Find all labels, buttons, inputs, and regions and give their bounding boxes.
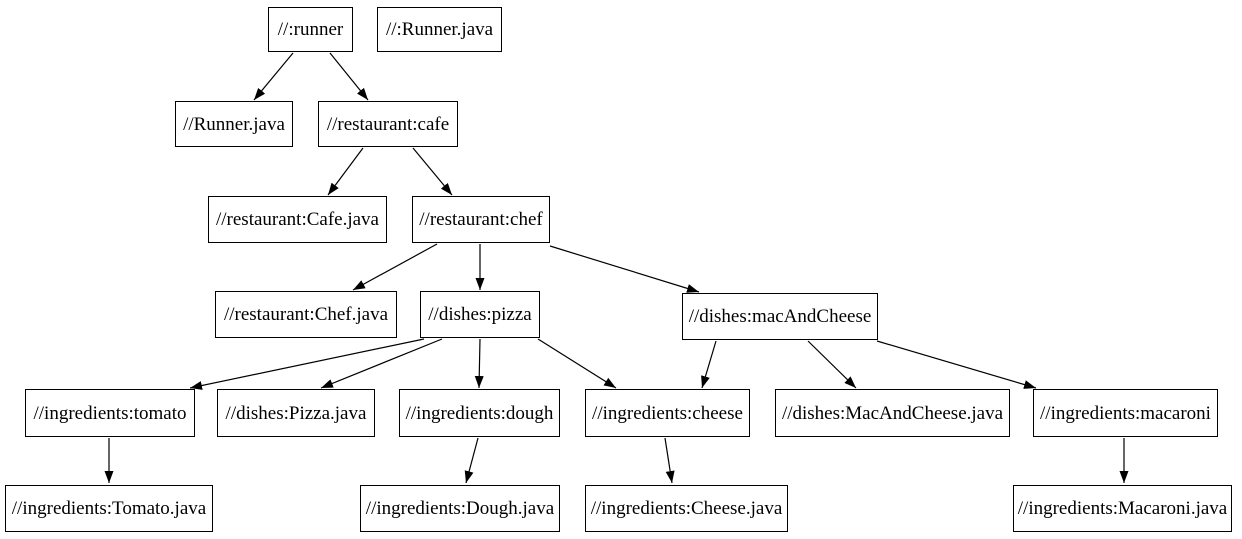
graph-node-macaroni: //ingredients:macaroni [1033, 389, 1218, 437]
graph-node-label: //ingredients:tomato [33, 402, 187, 424]
graph-node-mac-and-cheese: //dishes:macAndCheese [682, 293, 878, 340]
graph-node-label: //dishes:Pizza.java [225, 402, 367, 424]
graph-node-label: //dishes:macAndCheese [688, 306, 872, 327]
graph-node-label: //ingredients:dough [405, 402, 554, 424]
graph-node-runner: //:runner [268, 7, 353, 52]
graph-node-label: //restaurant:Cafe.java [215, 209, 379, 230]
graph-node-label: //ingredients:cheese [592, 402, 743, 424]
graph-node-cheese: //ingredients:cheese [585, 389, 750, 437]
graph-node-pizza-java: //dishes:Pizza.java [217, 389, 375, 437]
edge-cheese-to-cheese-java [664, 437, 675, 484]
graph-node-label: //ingredients:macaroni [1040, 402, 1211, 424]
edge-dough-to-dough-java [464, 437, 479, 484]
edge-chef-to-mac-and-cheese [549, 245, 700, 293]
graph-node-label: //:Runner.java [385, 19, 494, 40]
graph-node-chef: //restaurant:chef [412, 196, 550, 243]
graph-node-tomato: //ingredients:tomato [25, 389, 195, 437]
edge-pizza-to-pizza-java [320, 338, 443, 389]
edge-mac-and-cheese-to-macaroni [876, 340, 1037, 389]
graph-node-pizza: //dishes:pizza [420, 291, 540, 338]
graph-node-label: //ingredients:Cheese.java [590, 498, 783, 519]
edge-chef-to-chef-java [352, 243, 438, 291]
graph-node-runner-java-target: //:Runner.java [377, 7, 502, 52]
graph-node-label: //dishes:pizza [428, 304, 532, 325]
graph-node-cafe: //restaurant:cafe [318, 101, 458, 147]
edge-cafe-to-cafe-java [327, 147, 364, 196]
graph-node-dough-java: //ingredients:Dough.java [360, 485, 560, 532]
graph-node-label: //Runner.java [183, 113, 285, 135]
graph-node-macaroni-java: //ingredients:Macaroni.java [1013, 485, 1232, 532]
graph-node-runner-java: //Runner.java [175, 101, 293, 147]
graph-node-label: //dishes:MacAndCheese.java [781, 402, 1004, 424]
graph-node-tomato-java: //ingredients:Tomato.java [5, 485, 213, 532]
edge-cafe-to-chef [412, 147, 453, 196]
graph-node-label: //ingredients:Tomato.java [11, 498, 207, 519]
edge-pizza-to-cheese [537, 338, 617, 389]
graph-node-label: //:runner [277, 19, 344, 40]
graph-node-cafe-java: //restaurant:Cafe.java [208, 196, 387, 243]
edge-runner-to-cafe [329, 52, 369, 101]
graph-node-label: //ingredients:Macaroni.java [1017, 498, 1228, 519]
graph-node-cheese-java: //ingredients:Cheese.java [585, 485, 788, 532]
graph-node-chef-java: //restaurant:Chef.java [215, 291, 397, 338]
edge-mac-and-cheese-to-cheese [701, 340, 717, 389]
edge-runner-to-runner-java [253, 52, 294, 101]
graph-node-label: //restaurant:Chef.java [223, 304, 389, 325]
graph-node-mac-and-cheese-java: //dishes:MacAndCheese.java [775, 389, 1010, 437]
graph-node-label: //restaurant:chef [419, 209, 543, 230]
edge-pizza-to-tomato [189, 338, 425, 390]
edge-mac-and-cheese-to-mac-and-cheese-java [807, 340, 857, 389]
edge-pizza-to-dough [474, 338, 484, 389]
graph-node-label: //ingredients:Dough.java [365, 498, 555, 519]
graph-node-label: //restaurant:cafe [326, 113, 450, 135]
graph-node-dough: //ingredients:dough [399, 389, 560, 437]
